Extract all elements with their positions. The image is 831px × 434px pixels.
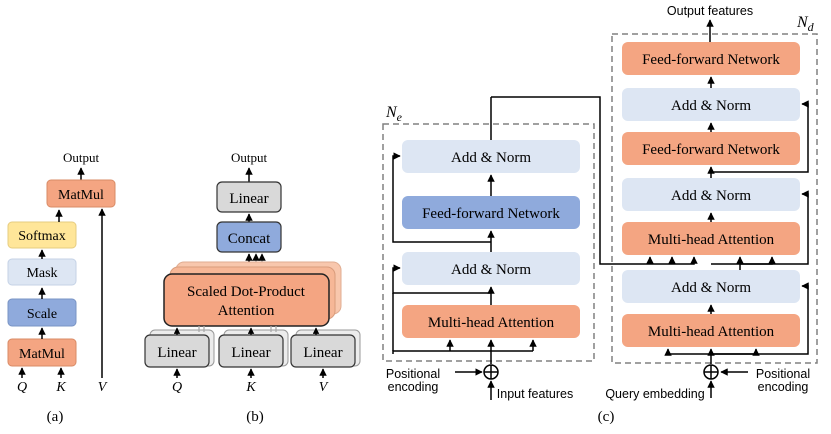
input-features-label: Input features bbox=[497, 387, 573, 401]
enc-mha-box bbox=[402, 305, 580, 338]
enc-add-norm-top-box bbox=[402, 140, 580, 173]
enc-mha-label: Multi-head Attention bbox=[428, 315, 555, 331]
panel-c-encoder: Ne Add & Norm Feed-forward Network Add &… bbox=[382, 97, 595, 401]
concat-label: Concat bbox=[228, 231, 271, 247]
softmax-box bbox=[7, 221, 77, 249]
panel-b: Output Linear Concat Scaled Dot-Product … bbox=[144, 150, 361, 425]
linear-k-label: Linear bbox=[231, 345, 270, 361]
dec-mha-bottom-box bbox=[622, 314, 800, 347]
attention-label-2: Attention bbox=[218, 303, 275, 319]
a-q-label: Q bbox=[17, 380, 27, 395]
enc-add-norm-bottom-label: Add & Norm bbox=[451, 262, 531, 278]
panel-a-output-label: Output bbox=[63, 150, 100, 165]
matmul-top-box bbox=[46, 179, 116, 208]
b-v-label: V bbox=[319, 380, 329, 395]
linear-q-label: Linear bbox=[157, 345, 196, 361]
dec-ffn-mid-label: Feed-forward Network bbox=[642, 142, 780, 158]
matmul-bottom-label: MatMul bbox=[19, 347, 65, 362]
enc-positional-label-2: encoding bbox=[388, 380, 439, 394]
enc-ffn-label: Feed-forward Network bbox=[422, 206, 560, 222]
dec-add-norm-2-box bbox=[622, 178, 800, 211]
caption-b: (b) bbox=[246, 409, 264, 425]
dec-ffn-top-label: Feed-forward Network bbox=[642, 52, 780, 68]
linear-v-label: Linear bbox=[303, 345, 342, 361]
dec-ffn-mid-box bbox=[622, 132, 800, 165]
dec-ffn-top-box bbox=[622, 42, 800, 75]
panel-a: Output MatMul Softmax Mask Scale MatMul … bbox=[7, 150, 116, 425]
enc-ffn-box bbox=[402, 196, 580, 229]
enc-positional-label-1: Positional bbox=[386, 367, 440, 381]
linear-top-label: Linear bbox=[229, 191, 268, 207]
query-embedding-label: Query embedding bbox=[605, 387, 704, 401]
dec-add-norm-2-label: Add & Norm bbox=[671, 188, 751, 204]
encoder-n-label: Ne bbox=[385, 104, 403, 124]
enc-add-norm-top-label: Add & Norm bbox=[451, 150, 531, 166]
dec-add-norm-1-label: Add & Norm bbox=[671, 280, 751, 296]
dec-mha-bottom-label: Multi-head Attention bbox=[648, 324, 775, 340]
dec-add-norm-3-box bbox=[622, 88, 800, 121]
attention-box bbox=[163, 273, 330, 327]
dec-positional-label-1: Positional bbox=[756, 367, 810, 381]
panel-c-decoder: Nd Output features Feed-forward Network … bbox=[491, 4, 818, 425]
encoder-dashed-box bbox=[382, 123, 595, 362]
panel-b-output-label: Output bbox=[231, 150, 268, 165]
linear-v-box bbox=[290, 334, 356, 368]
concat-box bbox=[216, 221, 282, 253]
dec-add-norm-3-label: Add & Norm bbox=[671, 98, 751, 114]
matmul-top-label: MatMul bbox=[58, 188, 104, 203]
attention-label-1: Scaled Dot-Product bbox=[187, 284, 306, 300]
b-q-label: Q bbox=[172, 380, 182, 395]
softmax-label: Softmax bbox=[18, 229, 65, 244]
decoder-n-label: Nd bbox=[796, 14, 815, 34]
enc-add-norm-bottom-box bbox=[402, 252, 580, 285]
decoder-dashed-box bbox=[611, 33, 818, 364]
a-v-label: V bbox=[98, 380, 108, 395]
dec-positional-label-2: encoding bbox=[758, 380, 809, 394]
scale-label: Scale bbox=[27, 307, 57, 322]
dec-add-norm-1-box bbox=[622, 270, 800, 303]
b-k-label: K bbox=[245, 380, 256, 395]
caption-a: (a) bbox=[47, 409, 64, 425]
mask-label: Mask bbox=[26, 266, 57, 281]
dec-mha-top-box bbox=[622, 222, 800, 255]
a-k-label: K bbox=[55, 380, 66, 395]
linear-top-box bbox=[216, 181, 282, 213]
output-features-label: Output features bbox=[667, 4, 753, 18]
dec-mha-top-label: Multi-head Attention bbox=[648, 232, 775, 248]
caption-c: (c) bbox=[598, 409, 615, 425]
